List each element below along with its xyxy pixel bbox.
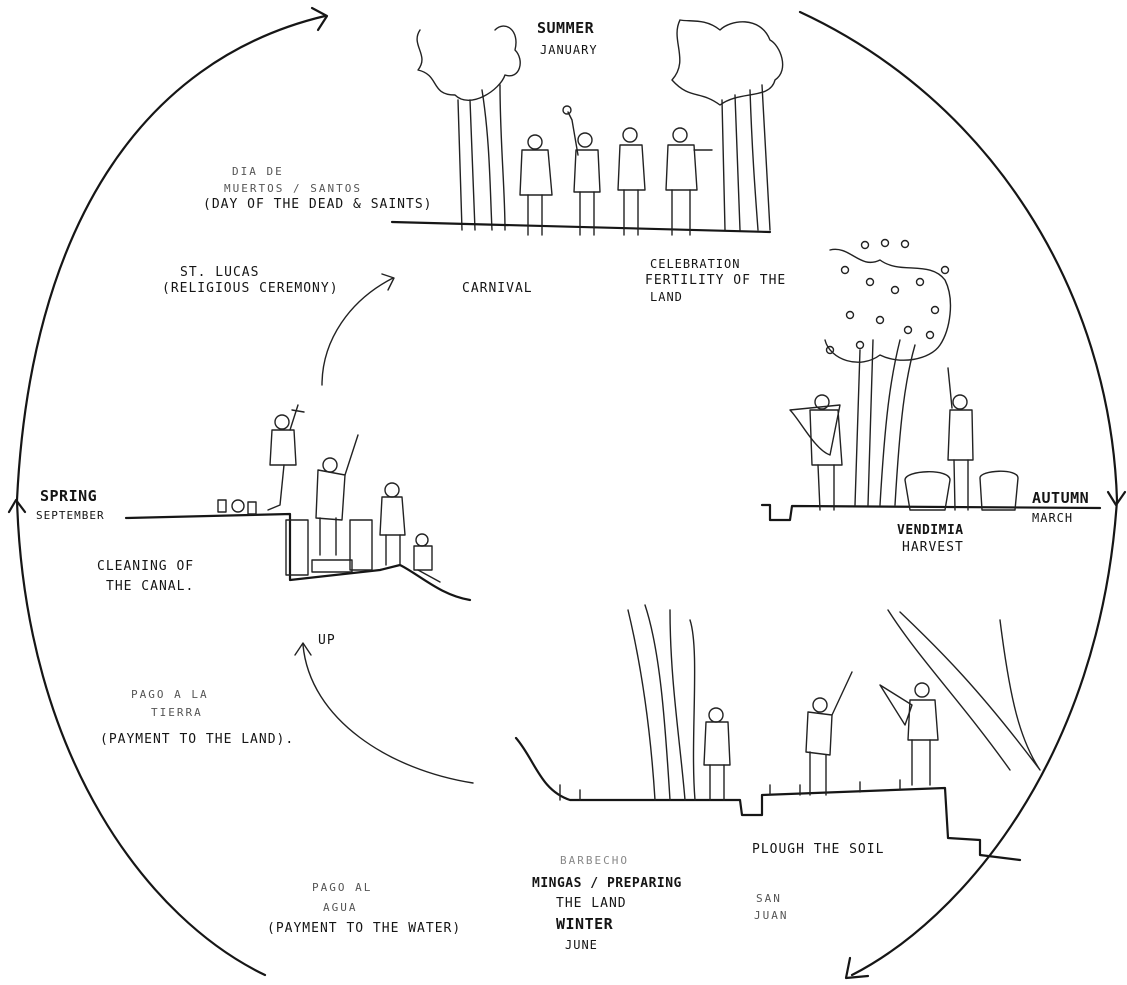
pago-tierra-line2: TIERRA <box>151 707 203 720</box>
season-autumn-name: AUTUMN <box>1032 490 1089 507</box>
season-spring-month: SEPTEMBER <box>36 510 105 523</box>
dia-de-muertos-line3: (DAY OF THE DEAD & SAINTS) <box>203 198 433 213</box>
season-spring-name: SPRING <box>40 488 97 505</box>
cycle-arc-top-right <box>800 12 1117 500</box>
preparing-land-line2: THE LAND <box>556 897 627 912</box>
celebration-line2: FERTILITY OF THE <box>645 274 786 289</box>
dia-de-muertos-line2: MUERTOS / SANTOS <box>224 183 362 196</box>
preparing-land-line1: MINGAS / PREPARING <box>532 877 682 892</box>
dia-de-muertos-line1: DIA DE <box>232 166 284 179</box>
cleaning-canal-line2: THE CANAL. <box>106 580 194 595</box>
autumn-scene-drawing <box>762 240 1100 521</box>
st-lucas-line2: (RELIGIOUS CEREMONY) <box>162 282 339 297</box>
pago-agua-line2: AGUA <box>323 902 358 915</box>
up-label: UP <box>318 634 336 649</box>
st-lucas-line1: ST. LUCAS <box>180 266 259 281</box>
winter-scene-drawing <box>516 605 1040 860</box>
inner-arrow-upper-head <box>382 274 394 290</box>
san-juan-line2: JUAN <box>754 910 789 923</box>
carnival-label: CARNIVAL <box>462 282 533 297</box>
season-winter-name: WINTER <box>556 916 613 933</box>
barbecho-label: BARBECHO <box>560 855 629 868</box>
cycle-arc-top-left <box>17 16 325 500</box>
pago-agua-line1: PAGO AL <box>312 882 372 895</box>
season-summer-month: JANUARY <box>540 44 598 58</box>
inner-arrow-lower <box>303 645 473 783</box>
season-summer-name: SUMMER <box>537 20 594 37</box>
vendimia-label: VENDIMIA <box>897 524 964 539</box>
cycle-arc-bottom-right <box>852 500 1117 975</box>
pago-agua-line3: (PAYMENT TO THE WATER) <box>267 922 461 937</box>
season-winter-month: JUNE <box>565 939 598 953</box>
pago-tierra-line3: (PAYMENT TO THE LAND). <box>100 733 294 748</box>
celebration-line3: LAND <box>650 291 683 305</box>
pago-tierra-line1: PAGO A LA <box>131 689 209 702</box>
plough-soil-label: PLOUGH THE SOIL <box>752 843 884 858</box>
san-juan-line1: SAN <box>756 893 782 906</box>
season-autumn-month: MARCH <box>1032 512 1073 526</box>
celebration-line1: CELEBRATION <box>650 258 740 272</box>
cleaning-canal-line1: CLEANING OF <box>97 560 194 575</box>
harvest-label: HARVEST <box>902 541 964 556</box>
